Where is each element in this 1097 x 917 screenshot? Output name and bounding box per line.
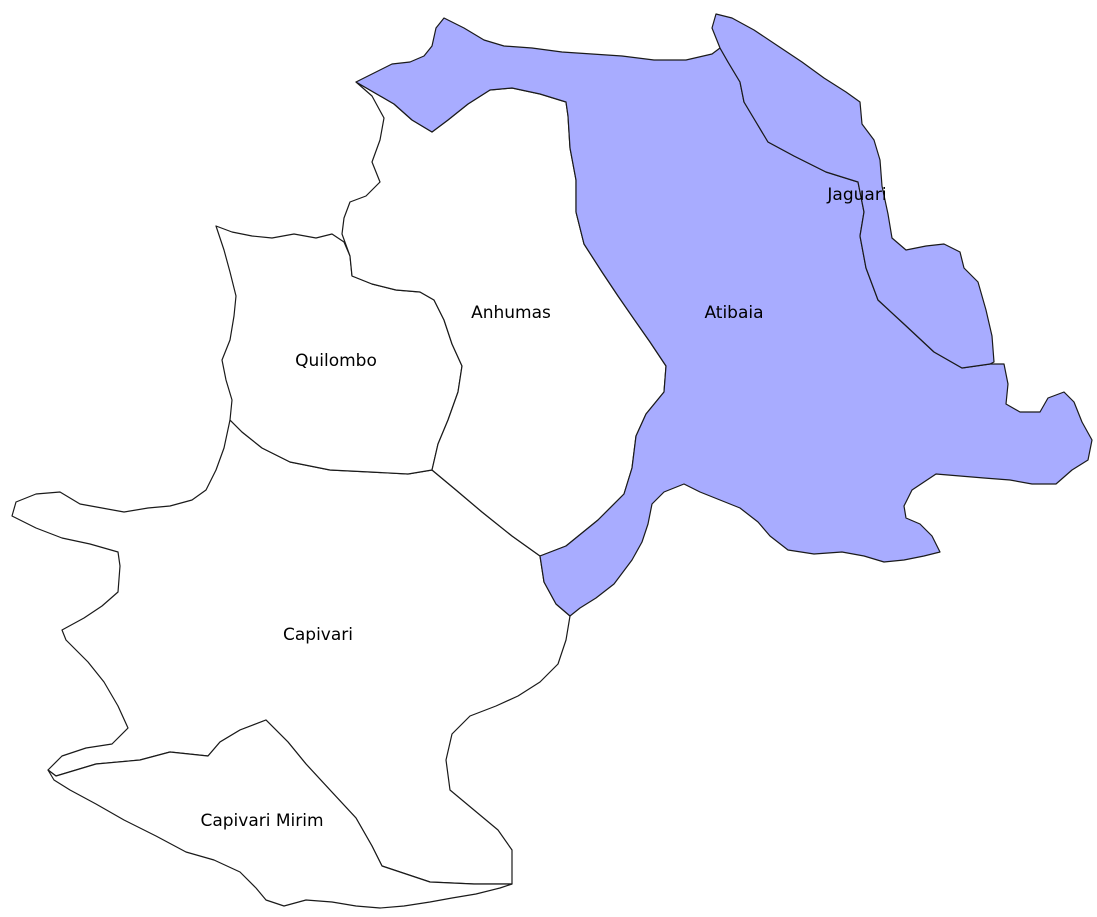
label-atibaia: Atibaia bbox=[704, 303, 763, 323]
label-jaguari: Jaguari bbox=[826, 185, 886, 205]
label-quilombo: Quilombo bbox=[295, 351, 377, 371]
region-capivari-mirim[interactable] bbox=[47, 719, 513, 909]
label-capivari-mirim: Capivari Mirim bbox=[200, 811, 323, 831]
region-jaguari[interactable] bbox=[711, 13, 995, 369]
label-capivari: Capivari bbox=[283, 625, 353, 645]
label-anhumas: Anhumas bbox=[471, 303, 551, 323]
